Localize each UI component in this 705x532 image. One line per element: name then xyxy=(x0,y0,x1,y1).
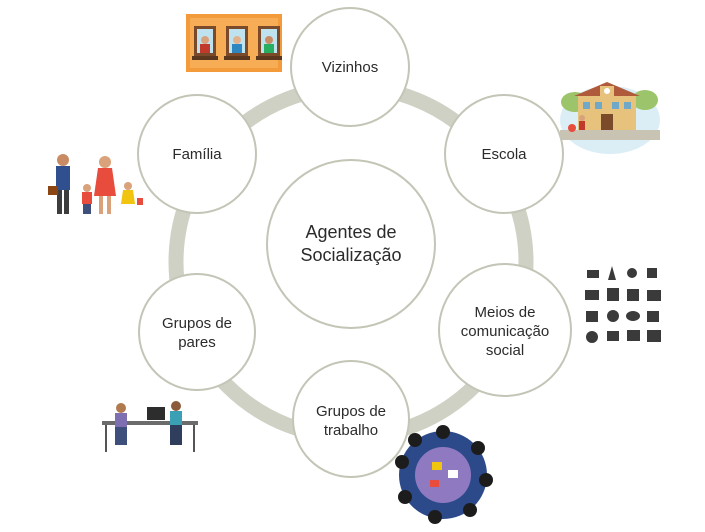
agent-circle-meios-de-comunicacao xyxy=(438,263,572,397)
agent-circle-grupos-de-trabalho xyxy=(292,360,410,478)
media-icons-grid xyxy=(585,266,661,343)
windows-neighbors-icon xyxy=(186,14,282,72)
agent-circle-familia xyxy=(137,94,257,214)
family-walking-icon xyxy=(48,154,143,214)
meeting-table-icon xyxy=(395,425,493,524)
agent-circle-escola xyxy=(444,94,564,214)
agent-circle-vizinhos xyxy=(290,7,410,127)
agent-circle-grupos-de-pares xyxy=(138,273,256,391)
center-circle xyxy=(266,159,436,329)
school-building-icon xyxy=(560,82,660,154)
office-coworkers-icon xyxy=(102,401,198,452)
